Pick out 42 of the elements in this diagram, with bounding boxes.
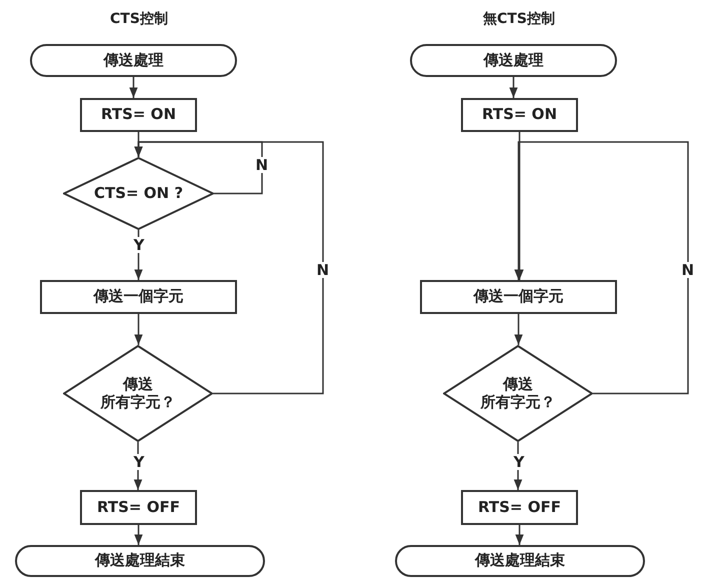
process-box <box>80 98 197 132</box>
chart-title: CTS控制 <box>110 10 168 28</box>
terminal-shape <box>395 545 645 577</box>
edge-label: Y <box>132 237 146 253</box>
terminal-shape <box>15 545 265 577</box>
process-box <box>40 280 237 314</box>
arrow <box>514 141 689 394</box>
node-text: RTS= ON <box>482 106 557 124</box>
node-text: CTS= ON ? <box>94 184 184 202</box>
arrow <box>515 525 524 545</box>
arrow <box>134 141 324 394</box>
node-text: 傳送處理 <box>484 52 544 70</box>
terminal-shape <box>410 44 617 77</box>
node-text: RTS= ON <box>100 106 176 124</box>
node-text: 傳送處理 <box>104 52 164 70</box>
decision-diamond <box>63 345 213 442</box>
node-text: 傳送處理結束 <box>475 552 565 570</box>
arrow <box>509 77 518 98</box>
terminal-shape <box>30 44 237 77</box>
process-box <box>461 490 578 525</box>
node-text: 傳送所有字元？ <box>100 376 176 411</box>
chart-title: 無CTS控制 <box>483 10 555 28</box>
arrow <box>134 314 143 345</box>
process-box <box>461 98 578 132</box>
node-text: 傳送處理結束 <box>95 552 185 570</box>
node-text: 傳送一個字元 <box>94 288 184 306</box>
decision-diamond <box>443 345 593 442</box>
process-box <box>80 490 197 525</box>
arrow <box>514 314 523 345</box>
decision-diamond <box>63 157 214 230</box>
edge-label: Y <box>512 454 526 470</box>
process-box <box>420 280 617 314</box>
edge-label: N <box>254 157 270 173</box>
node-text: RTS= OFF <box>478 498 561 516</box>
edge-label: Y <box>132 454 146 470</box>
arrow <box>134 525 143 545</box>
node-text: RTS= OFF <box>97 498 180 516</box>
arrow <box>129 77 138 98</box>
node-text: 傳送所有字元？ <box>480 376 556 411</box>
edge-label: N <box>680 262 696 278</box>
node-text: 傳送一個字元 <box>474 288 564 306</box>
edge-label: N <box>316 262 330 278</box>
